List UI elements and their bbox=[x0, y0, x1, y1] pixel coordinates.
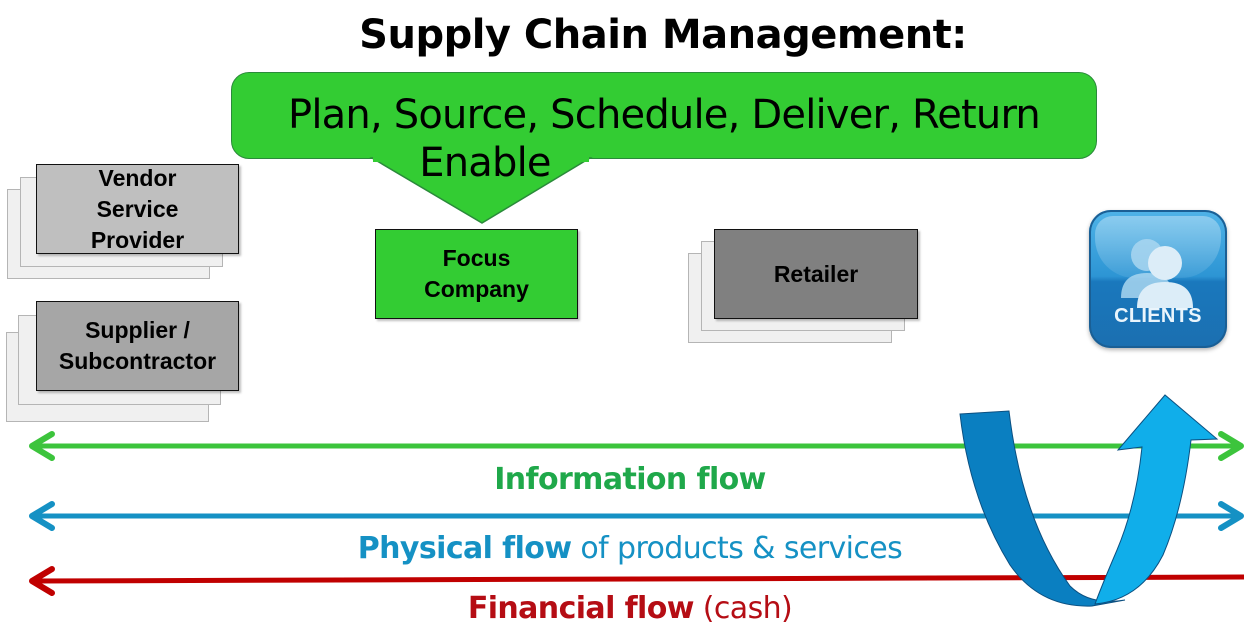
vendor-label: Vendor Service Provider bbox=[90, 164, 185, 253]
supplier-subcontractor-box: Supplier / Subcontractor bbox=[36, 301, 239, 391]
physical-flow-label: Physical flow of products & services bbox=[0, 531, 1253, 566]
information-flow-label: Information flow bbox=[0, 462, 1253, 497]
financial-flow-label: Financial flow (cash) bbox=[0, 591, 1253, 626]
physical-flow-arrow bbox=[29, 501, 1244, 531]
retailer-label: Retailer bbox=[773, 260, 859, 287]
vendor-service-provider-box: Vendor Service Provider bbox=[36, 164, 239, 254]
retailer-box: Retailer bbox=[714, 229, 918, 319]
physical-flow-bold: Physical flow bbox=[357, 531, 572, 566]
financial-flow-arrow bbox=[29, 566, 1245, 596]
clients-icon: CLIENTS bbox=[1089, 210, 1227, 348]
users-icon bbox=[1121, 239, 1193, 308]
financial-flow-bold: Financial flow bbox=[467, 591, 695, 626]
focus-label: Focus Company bbox=[424, 245, 529, 302]
physical-flow-rest: of products & services bbox=[571, 531, 903, 566]
information-flow-arrow bbox=[29, 431, 1244, 461]
focus-company-box: Focus Company bbox=[375, 229, 578, 319]
callout-enable-text: Enable bbox=[419, 140, 551, 186]
callout-processes-text: Plan, Source, Schedule, Deliver, Return bbox=[288, 92, 1041, 138]
information-flow-bold: Information flow bbox=[494, 462, 766, 497]
clients-label: CLIENTS bbox=[1114, 305, 1202, 327]
diagram-title: Supply Chain Management: bbox=[359, 12, 967, 58]
process-callout bbox=[231, 72, 1097, 159]
supplier-label: Supplier / Subcontractor bbox=[58, 317, 217, 374]
financial-flow-rest: (cash) bbox=[693, 591, 793, 626]
